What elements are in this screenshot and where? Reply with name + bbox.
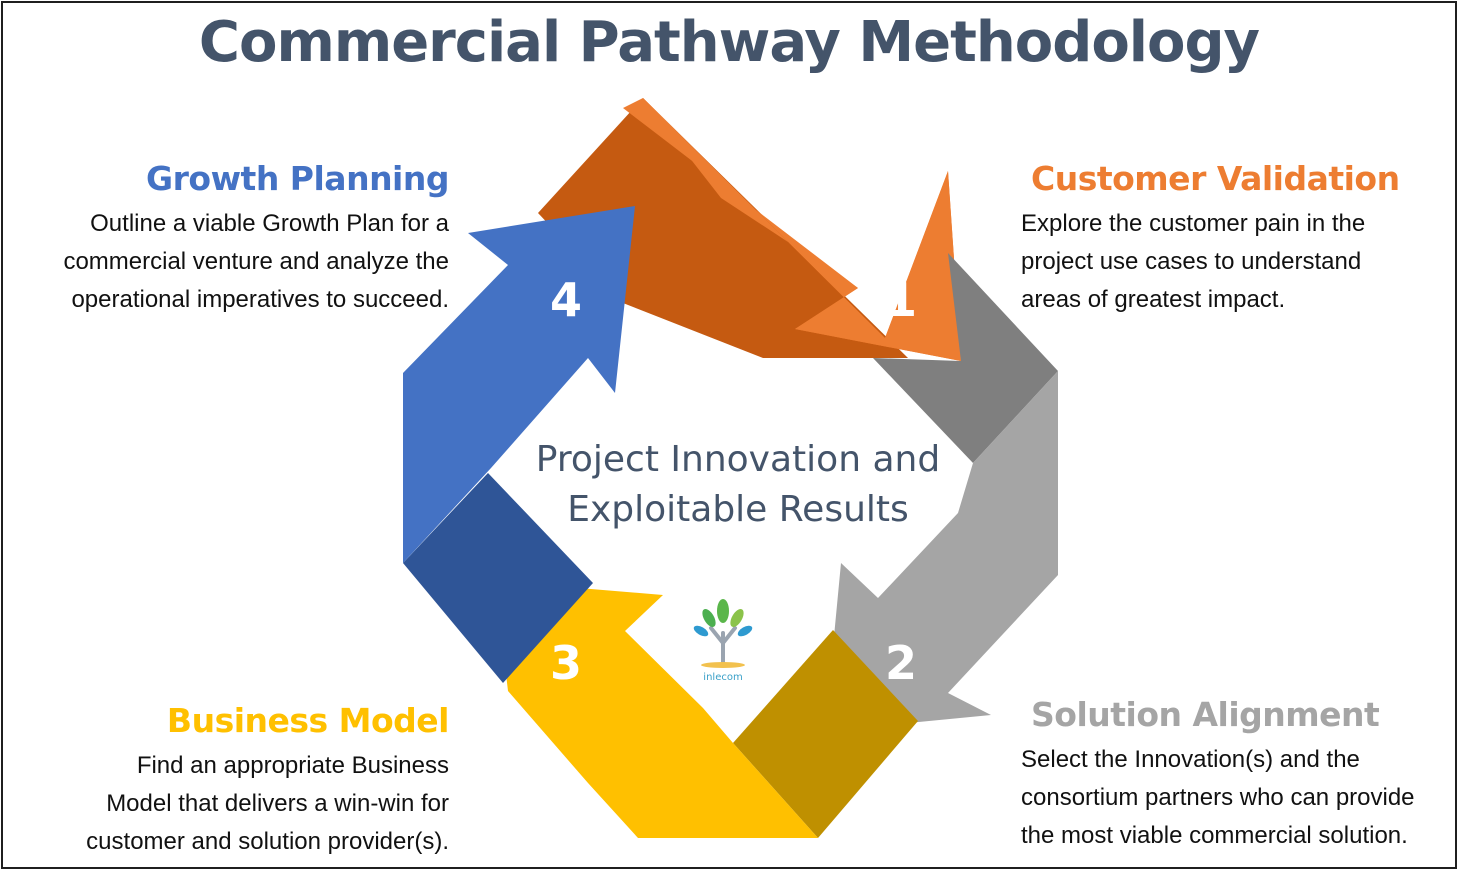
- arrow-growth-planning: [403, 206, 635, 683]
- business-model-block: Business Model Find an appropriate Busin…: [23, 701, 449, 861]
- growth-planning-block: Growth Planning Outline a viable Growth …: [23, 159, 449, 319]
- business-model-line2: Model that delivers a win-win for: [106, 790, 449, 817]
- business-model-line3: customer and solution provider(s).: [86, 828, 449, 855]
- step-number-3: 3: [550, 636, 582, 690]
- customer-validation-heading: Customer Validation: [1031, 159, 1400, 198]
- customer-validation-description: Explore the customer pain in the project…: [1021, 205, 1441, 319]
- center-label-line1: Project Innovation and: [536, 439, 940, 480]
- solution-alignment-heading: Solution Alignment: [1031, 695, 1380, 734]
- solution-alignment-line3: the most viable commercial solution.: [1021, 822, 1408, 849]
- solution-alignment-line1: Select the Innovation(s) and the: [1021, 746, 1360, 773]
- growth-planning-line1: Outline a viable Growth Plan for a: [90, 210, 449, 237]
- center-label-line2: Exploitable Results: [567, 489, 909, 530]
- logo-text: inlecom: [703, 672, 742, 683]
- page-title: Commercial Pathway Methodology: [198, 10, 1260, 75]
- arrow-business-model: [495, 581, 918, 838]
- growth-planning-heading: Growth Planning: [146, 159, 449, 198]
- step-number-4: 4: [550, 273, 582, 327]
- growth-planning-description: Outline a viable Growth Plan for a comme…: [23, 205, 449, 319]
- arrow-customer-validation: [538, 98, 961, 361]
- business-model-line1: Find an appropriate Business: [136, 752, 449, 779]
- step-number-1: 1: [885, 273, 917, 327]
- tree-logo-icon: [693, 599, 753, 668]
- solution-alignment-block: Solution Alignment Select the Innovation…: [1021, 695, 1455, 855]
- customer-validation-line3: areas of greatest impact.: [1021, 286, 1286, 313]
- business-model-heading: Business Model: [166, 701, 450, 740]
- customer-validation-line2: project use cases to understand: [1021, 248, 1362, 275]
- customer-validation-block: Customer Validation Explore the customer…: [1021, 159, 1441, 319]
- solution-alignment-description: Select the Innovation(s) and the consort…: [1021, 741, 1455, 855]
- cycle-diagram: 1 2 3 4 Project Innovation and Exploitab…: [403, 98, 1058, 838]
- arrow-solution-alignment: [825, 253, 1058, 731]
- business-model-description: Find an appropriate Business Model that …: [23, 747, 449, 861]
- growth-planning-line3: operational imperatives to succeed.: [71, 286, 449, 313]
- step-number-2: 2: [885, 636, 917, 690]
- customer-validation-line1: Explore the customer pain in the: [1021, 210, 1366, 237]
- growth-planning-line2: commercial venture and analyze the: [63, 248, 449, 275]
- solution-alignment-line2: consortium partners who can provide: [1021, 784, 1415, 811]
